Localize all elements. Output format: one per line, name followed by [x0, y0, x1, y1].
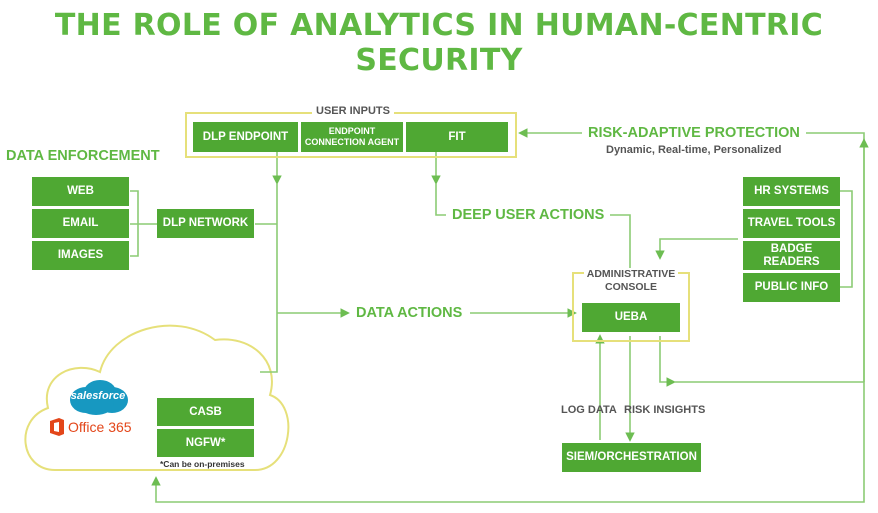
- email-box: EMAIL: [32, 209, 129, 238]
- office-logo-icon: Office 365: [50, 418, 132, 436]
- risk-adaptive-sublabel: Dynamic, Real-time, Personalized: [606, 144, 782, 156]
- images-box: IMAGES: [32, 241, 129, 270]
- hr-systems-box: HR SYSTEMS: [743, 177, 840, 206]
- log-data-label: LOG DATA: [561, 404, 617, 416]
- ueba-box: UEBA: [582, 303, 680, 332]
- data-enforcement-label: DATA ENFORCEMENT: [6, 148, 160, 164]
- page-title: THE ROLE OF ANALYTICS IN HUMAN-CENTRIC S…: [54, 8, 824, 78]
- public-info-box: PUBLIC INFO: [743, 273, 840, 302]
- cloud-outline: [24, 324, 290, 471]
- dlp-network-box: DLP NETWORK: [157, 209, 254, 238]
- dlp-endpoint-box: DLP ENDPOINT: [193, 122, 298, 152]
- office-text: Office 365: [68, 419, 132, 435]
- salesforce-logo-icon: salesforce: [66, 378, 130, 416]
- deep-user-actions-label: DEEP USER ACTIONS: [452, 207, 605, 223]
- user-inputs-label: USER INPUTS: [312, 105, 394, 117]
- casb-box: CASB: [157, 398, 254, 426]
- on-premises-note: *Can be on-premises: [160, 459, 245, 469]
- travel-tools-box: TRAVEL TOOLS: [743, 209, 840, 238]
- risk-adaptive-label: RISK-ADAPTIVE PROTECTION: [588, 125, 800, 141]
- web-box: WEB: [32, 177, 129, 206]
- fit-box: FIT: [406, 122, 508, 152]
- ngfw-box: NGFW*: [157, 429, 254, 457]
- endpoint-connection-agent-box: ENDPOINT CONNECTION AGENT: [301, 122, 403, 152]
- data-actions-label: DATA ACTIONS: [356, 305, 463, 321]
- badge-readers-box: BADGE READERS: [743, 241, 840, 270]
- salesforce-text: salesforce: [70, 390, 126, 402]
- siem-orchestration-box: SIEM/ORCHESTRATION: [562, 443, 701, 472]
- admin-console-label: ADMINISTRATIVE CONSOLE: [584, 268, 678, 294]
- risk-insights-label: RISK INSIGHTS: [624, 404, 706, 416]
